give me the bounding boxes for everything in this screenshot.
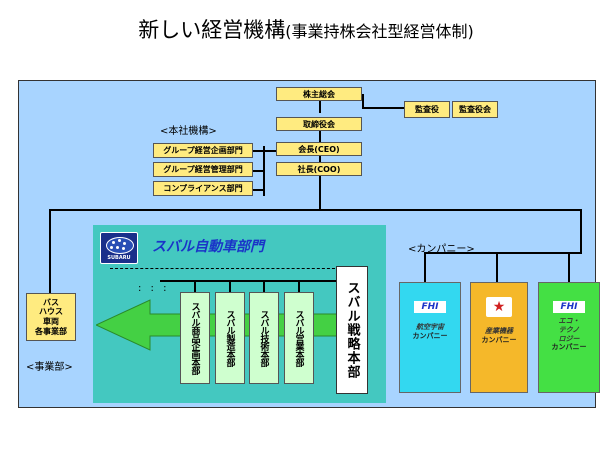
- directors-box: 取締役会: [276, 117, 362, 131]
- business-line: ハウス: [39, 307, 63, 317]
- subaru-unit: スバル製造本部: [215, 292, 245, 384]
- chairman-box: 会長(CEO): [276, 142, 362, 156]
- connector-company-2: [496, 252, 498, 282]
- company-name-line: カンパニー: [551, 343, 587, 352]
- subaru-connector-v1: [194, 280, 196, 292]
- connector-hq-h3: [253, 189, 265, 191]
- hq-item: グループ経営管理部門: [153, 162, 253, 177]
- company-industrial: ★ 産業機器 カンパニー: [470, 282, 528, 393]
- company-name-line: カンパニー: [481, 335, 517, 344]
- connector-hq-h2: [253, 170, 265, 172]
- hq-item: コンプライアンス部門: [153, 181, 253, 196]
- connector-audit-h: [362, 107, 404, 109]
- business-division-box: バス ハウス 車両 各事業部: [26, 293, 76, 341]
- subaru-connector-h: [160, 280, 350, 282]
- star-logo-icon: ★: [486, 297, 512, 317]
- company-name-line: ロジー: [558, 334, 580, 343]
- subaru-dots: : : :: [138, 283, 170, 294]
- subaru-unit: スバル技術本部: [249, 292, 279, 384]
- subaru-strategy-box: スバル戦略本部: [336, 266, 368, 394]
- title-sub: (事業持株会社型経営体制): [285, 22, 474, 41]
- connector-company-h: [424, 252, 582, 254]
- company-name-line: テクノ: [558, 325, 580, 334]
- connector-company-1: [424, 252, 426, 282]
- fhi-logo-icon: FHI: [553, 301, 585, 313]
- subaru-unit: スバル商品企画本部: [180, 292, 210, 384]
- connector-right-drop: [580, 209, 582, 253]
- subaru-connector-v4: [298, 280, 300, 292]
- connector-main-vertical: [319, 176, 321, 210]
- company-name-line: 産業機器: [485, 327, 513, 335]
- business-line: 車両: [43, 317, 59, 326]
- shareholders-box: 株主総会: [276, 87, 362, 101]
- subaru-logo-text: SUBARU: [107, 255, 131, 261]
- connector-top-vertical: [319, 101, 321, 113]
- connector-chair-vertical: [319, 156, 321, 166]
- hq-item: グループ経営企画部門: [153, 143, 253, 158]
- subaru-dashed-line: [110, 268, 340, 269]
- auditor-board-box: 監査役会: [452, 101, 498, 118]
- subaru-division-title: スバル自動車部門: [152, 239, 264, 255]
- business-label: <事業部>: [26, 362, 73, 373]
- subaru-logo: SUBARU: [100, 232, 138, 264]
- company-name-line: カンパニー: [412, 331, 448, 340]
- connector-board-vertical: [319, 131, 321, 143]
- president-box: 社長(COO): [276, 162, 362, 176]
- fhi-logo-icon: FHI: [414, 301, 446, 313]
- page-title: 新しい経営機構(事業持株会社型経営体制): [0, 14, 612, 44]
- company-name-line: 航空宇宙: [416, 323, 444, 331]
- company-ecotechnology: FHI エコ・ テクノ ロジー カンパニー: [538, 282, 600, 393]
- subaru-connector-v3: [263, 280, 265, 292]
- connector-main-horizontal: [49, 209, 582, 211]
- company-aerospace: FHI 航空宇宙 カンパニー: [399, 282, 461, 393]
- company-label: <カンパニー>: [408, 244, 475, 255]
- subaru-unit: スバル営業本部: [284, 292, 314, 384]
- connector-left-drop: [49, 209, 51, 293]
- title-main: 新しい経営機構: [138, 18, 286, 42]
- hq-label: <本社機構>: [160, 126, 217, 137]
- connector-audit-v: [362, 94, 364, 108]
- subaru-connector-v2: [229, 280, 231, 292]
- company-name-line: エコ・: [558, 317, 580, 325]
- connector-company-3: [568, 252, 570, 282]
- business-line: バス: [43, 297, 59, 307]
- auditor-box: 監査役: [404, 101, 450, 118]
- business-line: 各事業部: [35, 326, 67, 336]
